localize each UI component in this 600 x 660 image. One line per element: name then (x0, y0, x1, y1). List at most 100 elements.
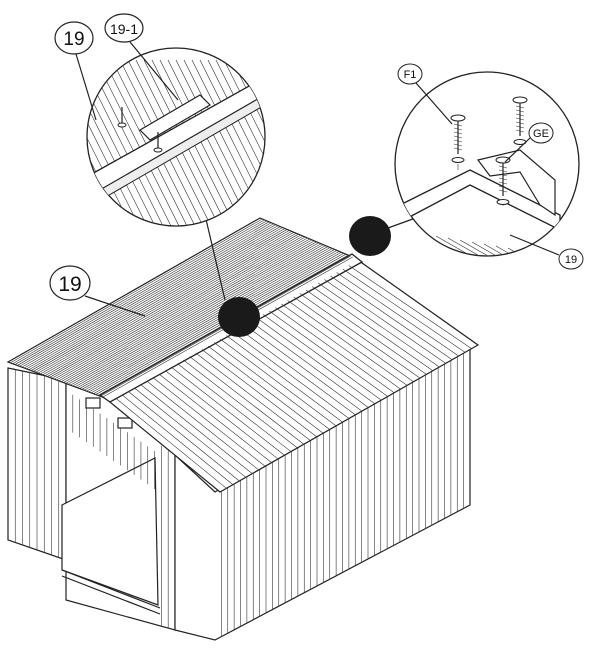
roof-rib (44, 232, 297, 376)
roof-rib (311, 286, 434, 371)
roof-rib (49, 234, 301, 378)
label-19-detail-a: 19 (63, 29, 84, 50)
detail-b-sheet-line (483, 243, 555, 256)
callout-19-main-circle (49, 265, 91, 301)
roof-rib (348, 265, 472, 349)
roof-rib (81, 248, 333, 390)
callout-19-detail-a: 19 (54, 21, 97, 121)
detail-a-sheet-line (0, 60, 26, 240)
washer-icon (451, 157, 465, 163)
roof-rib (88, 251, 340, 393)
end-wall-ribs (14, 369, 169, 629)
roof-rib (256, 317, 375, 405)
roof-rib (51, 235, 304, 379)
roof-rib (177, 363, 292, 452)
roof-far-ribs (10, 218, 353, 398)
detail-b-gable-bracket (476, 149, 556, 217)
roof-rib (28, 226, 281, 370)
roof-rib (128, 391, 240, 482)
highlight-dot-ridge-end (349, 216, 391, 256)
roof-rib (84, 249, 335, 391)
roof-rib (324, 279, 446, 364)
detail-a-sheet-line (0, 60, 74, 240)
roof-rib (77, 246, 329, 388)
roof-rib (134, 387, 246, 478)
detail-a-sheet-line (0, 60, 66, 240)
roof-rib (189, 356, 305, 445)
roof-rib (232, 331, 350, 419)
roof-rib (213, 342, 330, 430)
detail-a-sheet-line (87, 59, 91, 226)
label-f1: F1 (404, 69, 417, 81)
roof-rib (152, 377, 266, 467)
detail-a-sheet-line (87, 59, 147, 226)
roof-rib (72, 244, 324, 387)
roof-rib (63, 240, 315, 383)
roof-rib (305, 289, 427, 375)
roof-rib (299, 293, 421, 379)
detail-b-sheet-line (447, 237, 519, 256)
roof-rib (238, 328, 356, 416)
detail-a-sheet-line (263, 59, 265, 226)
roof-rib (183, 359, 298, 449)
roof-rib (37, 230, 290, 374)
roof-rib (79, 247, 331, 389)
callout-f1: F1 (397, 63, 453, 125)
label-ge: GE (533, 128, 549, 140)
roof-rib (164, 370, 279, 460)
roof-rib (60, 239, 313, 382)
vent-right (117, 417, 133, 429)
roof-rib (54, 236, 306, 380)
roof-rib (58, 238, 310, 382)
door-opening (61, 457, 159, 606)
detail-a-ridge-zoom (0, 47, 266, 240)
shed-body (7, 338, 471, 641)
screw-head-icon (512, 96, 528, 104)
side-wall-ribs (221, 343, 464, 637)
highlight-dot-ridge-middle (218, 297, 260, 337)
detail-a-sheet-line (0, 60, 10, 240)
callout-19-detail-b: 19 (509, 234, 584, 270)
vent-left (85, 397, 101, 409)
roof-rib (33, 228, 286, 372)
detail-a-sheet-line (143, 59, 235, 226)
roof-rib (10, 218, 263, 364)
detail-a-sheet-line (223, 59, 265, 226)
roof-rib (275, 307, 395, 394)
roof-rib (146, 380, 259, 471)
detail-b-sheet-line (495, 245, 567, 256)
detail-a-sheet-line (87, 59, 163, 226)
detail-a-sheet-line (0, 60, 2, 240)
roof-rib (262, 314, 382, 401)
roof-rib (318, 282, 440, 368)
roof-rib (281, 303, 401, 390)
roof-rib (195, 352, 311, 441)
detail-a-sheet-line (0, 60, 58, 240)
roof-rib (171, 366, 285, 456)
roof-rib (269, 310, 388, 397)
leader-19-main (84, 295, 146, 317)
washer-icon (496, 199, 510, 205)
roof-rib (158, 373, 272, 463)
roof-rib (207, 345, 324, 434)
roof-rib (40, 231, 292, 375)
label-19-main: 19 (58, 273, 81, 296)
roof-rib (336, 272, 459, 357)
detail-a-sheet-line (0, 60, 18, 240)
roof-near-ribs (115, 265, 472, 489)
roof-rib (93, 252, 344, 394)
detail-a-sheet-line (191, 59, 265, 226)
detail-b-sheet-line (459, 239, 531, 256)
detail-a-sheet-line (0, 60, 82, 240)
detail-a-bracket (139, 94, 211, 141)
callout-ge-circle (528, 122, 554, 144)
roof-rib (226, 335, 343, 423)
roof-rib (250, 321, 369, 408)
detail-a-sheet-line (87, 59, 155, 226)
callout-19-detail-b-circle (558, 248, 584, 270)
roof-rib (140, 384, 253, 474)
callout-19-1-circle (104, 13, 144, 43)
leader-to-detail-a (204, 214, 226, 301)
